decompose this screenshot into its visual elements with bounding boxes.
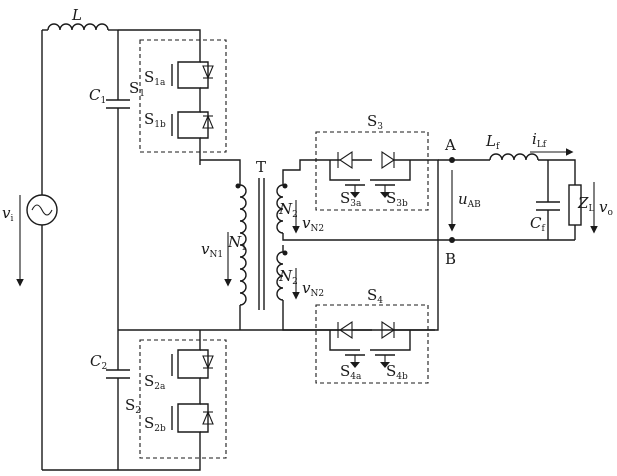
ac-source-icon (26, 194, 58, 226)
capacitor-C2 (106, 369, 130, 379)
label-vo: vo (599, 198, 613, 218)
label-Cf: Cf (530, 214, 545, 234)
inductor-Lf (489, 153, 539, 161)
label-S1: S1 (129, 79, 145, 99)
transformer (200, 159, 435, 331)
switch-S3-box (315, 131, 429, 211)
label-S4: S4 (367, 286, 383, 306)
label-node-A: A (444, 136, 456, 154)
switch-S4-box (315, 304, 429, 384)
label-S2: S2 (125, 396, 141, 416)
label-S2a: S2a (144, 372, 166, 392)
capacitor-C1 (106, 99, 130, 109)
inductor-L (47, 23, 109, 31)
label-node-B: B (445, 250, 456, 268)
label-ZL: ZL (577, 194, 594, 214)
label-C1: C1 (89, 86, 106, 106)
label-vN1: vN1 (201, 240, 223, 260)
switch-S2-box (139, 330, 227, 459)
label-N2-bot: N2 (278, 267, 298, 287)
label-iLf: iLf (532, 130, 547, 150)
label-S4b: S4b (386, 362, 408, 382)
cap-column (106, 29, 435, 471)
label-C2: C2 (90, 352, 107, 372)
label-vN2-bot: vN2 (302, 279, 324, 299)
winding-N1 (239, 184, 247, 306)
label-L: L (71, 6, 82, 24)
label-N1: N1 (227, 233, 247, 253)
label-vi: vi (2, 204, 13, 224)
label-S1a: S1a (144, 68, 166, 88)
label-S3b: S3b (386, 189, 408, 209)
label-S2b: S2b (144, 414, 166, 434)
labels: L C1 S1 S1a S1b C2 S2 S2a S2b vi T N1 vN… (2, 6, 613, 434)
input-loop (16, 23, 118, 471)
label-vN2-top: vN2 (302, 214, 324, 234)
switch-S1-box (139, 39, 227, 165)
winding-N2-bot (276, 251, 284, 301)
capacitor-Cf (536, 201, 560, 211)
label-uAB: uAB (458, 190, 481, 210)
output-section (428, 148, 598, 331)
label-S3a: S3a (340, 189, 362, 209)
winding-N2-top (276, 184, 284, 234)
label-S4a: S4a (340, 362, 362, 382)
label-S1b: S1b (144, 110, 166, 130)
label-T: T (256, 158, 266, 176)
label-Lf: Lf (485, 132, 500, 152)
label-S3: S3 (367, 112, 383, 132)
diode-icon (202, 65, 214, 80)
label-N2-top: N2 (278, 200, 298, 220)
